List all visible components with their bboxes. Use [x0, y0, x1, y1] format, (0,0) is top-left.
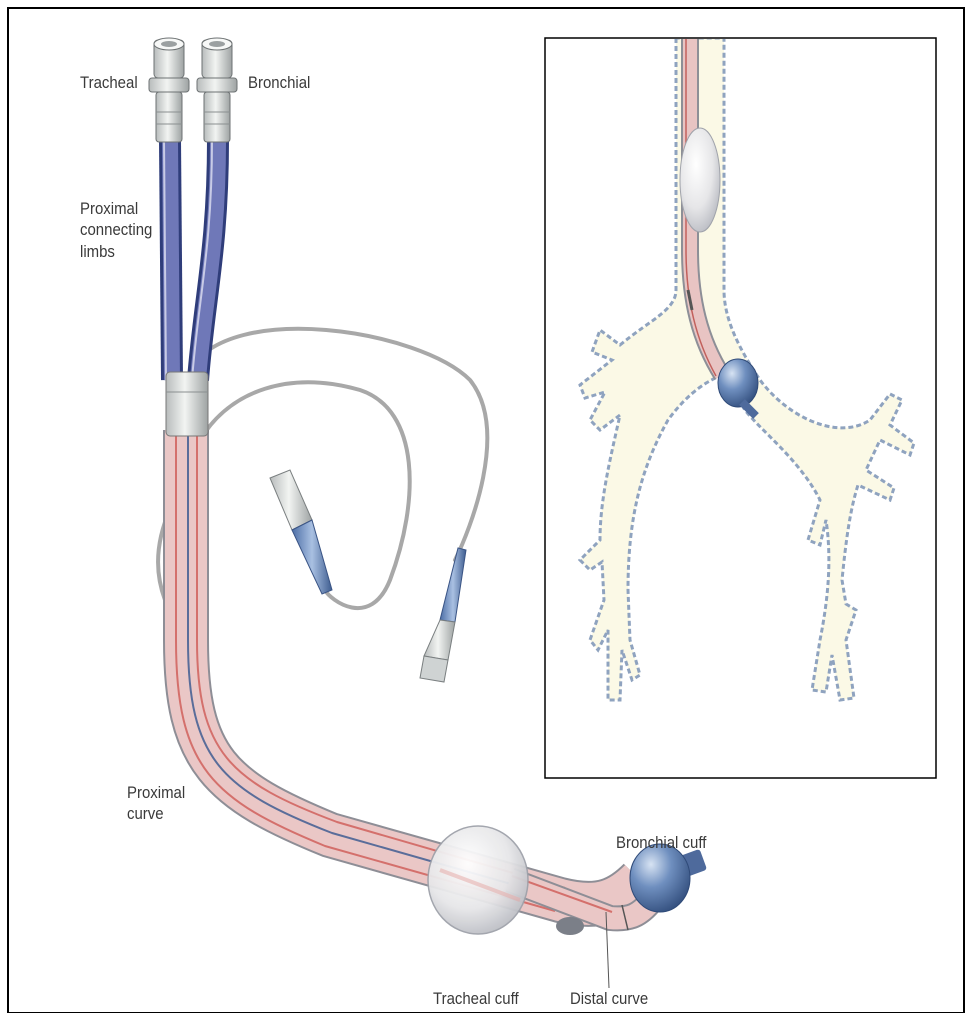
bronchial-cuff-balloon: [630, 844, 707, 912]
bronchial-connector: [197, 38, 237, 142]
label-tracheal: Tracheal: [80, 72, 138, 93]
pilot-plug-left: [270, 470, 332, 594]
tracheal-connector: [149, 38, 189, 142]
proximal-limbs: [164, 140, 218, 380]
tracheal-lumen-opening: [556, 917, 584, 935]
inset-bronchial-tree: [545, 38, 936, 778]
label-bronchial-cuff: Bronchial cuff: [616, 832, 706, 853]
label-bronchial: Bronchial: [248, 72, 310, 93]
tracheal-cuff-balloon: [428, 826, 528, 934]
y-connector-sleeve: [166, 372, 208, 436]
label-proximal-connecting-limbs: Proximal connecting limbs: [80, 198, 152, 262]
label-tracheal-cuff: Tracheal cuff: [433, 988, 519, 1009]
label-distal-curve: Distal curve: [570, 988, 648, 1009]
label-proximal-curve: Proximal curve: [127, 782, 185, 825]
pilot-plug-right: [420, 548, 466, 682]
